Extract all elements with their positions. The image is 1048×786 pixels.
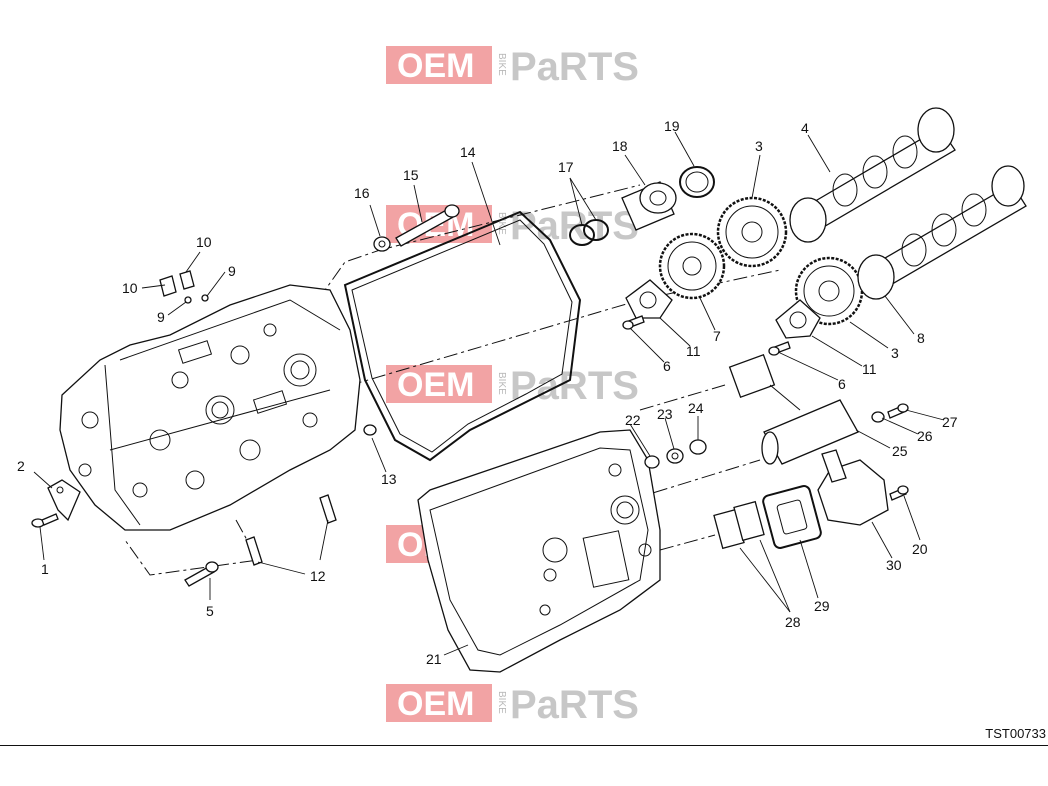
svg-text:PaRTS: PaRTS (510, 364, 639, 408)
gear-3-lower (794, 256, 864, 326)
plate-11-upper (625, 279, 673, 319)
callout-6-upper: 6 (663, 358, 671, 374)
callout-17: 17 (558, 159, 574, 175)
callout-9-upper: 9 (228, 263, 236, 279)
modules-28 (713, 500, 765, 550)
svg-text:OEM: OEM (397, 366, 474, 404)
callout-30: 30 (886, 557, 902, 573)
callout-3-lower: 3 (891, 345, 899, 361)
callout-2: 2 (17, 458, 25, 474)
plug-13 (363, 424, 377, 436)
screw-20 (889, 485, 909, 501)
bolt-15 (395, 204, 460, 247)
screw-1 (31, 513, 59, 528)
callout-18: 18 (612, 138, 628, 154)
callout-27: 27 (942, 414, 958, 430)
callout-20: 20 (912, 541, 928, 557)
seal-19 (679, 166, 715, 198)
callout-12: 12 (310, 568, 326, 584)
bottom-divider (0, 745, 1048, 746)
svg-text:BIKE: BIKE (496, 212, 507, 235)
callout-9-lower: 9 (157, 309, 165, 325)
gear-3-upper (716, 196, 788, 268)
callout-11-lower: 11 (862, 361, 877, 377)
diagram-reference-code: TST00733 (985, 726, 1046, 741)
washer-26 (871, 411, 885, 423)
gasket-29 (762, 485, 822, 549)
callout-21: 21 (426, 651, 442, 667)
svg-text:BIKE: BIKE (496, 372, 507, 395)
camshaft-4 (789, 107, 956, 243)
watermark-middle: OEM BIKE PaRTS (386, 364, 639, 408)
bracket-part (47, 479, 81, 522)
dowel-pins-12 (245, 494, 337, 566)
screw-6-lower (768, 341, 791, 356)
callout-6-lower: 6 (838, 376, 846, 392)
svg-text:OEM: OEM (397, 685, 474, 723)
plug-24 (689, 439, 707, 455)
svg-text:PaRTS: PaRTS (510, 683, 639, 727)
callout-4: 4 (801, 120, 809, 136)
svg-text:BIKE: BIKE (496, 691, 507, 714)
callout-5: 5 (206, 603, 214, 619)
washer-23 (666, 448, 684, 464)
callout-1: 1 (41, 561, 49, 577)
svg-text:PaRTS: PaRTS (510, 45, 639, 89)
washer-16 (373, 236, 391, 252)
callout-11-upper: 11 (686, 343, 701, 359)
callout-labels: 1 2 3 3 4 5 6 6 7 8 9 9 10 10 11 11 12 1… (17, 118, 958, 667)
callout-23: 23 (657, 406, 673, 422)
callout-3-upper: 3 (755, 138, 763, 154)
cover-gasket (343, 210, 582, 462)
callout-15: 15 (403, 167, 419, 183)
screw-27 (887, 403, 909, 419)
stud-bolt-5 (184, 561, 219, 587)
callout-13: 13 (381, 471, 397, 487)
plate-11-lower (775, 299, 821, 339)
callout-25: 25 (892, 443, 908, 459)
washer-22 (644, 455, 660, 469)
bushing-18 (621, 181, 677, 231)
leader-lines (33, 131, 945, 656)
svg-text:OEM: OEM (397, 47, 474, 85)
svg-text:PaRTS: PaRTS (510, 204, 639, 248)
camshaft-8 (857, 165, 1027, 300)
callout-8: 8 (917, 330, 925, 346)
watermark-bottom: OEM BIKE PaRTS (386, 683, 639, 727)
cylinder-head (59, 284, 361, 531)
callout-14: 14 (460, 144, 476, 160)
callout-10-left: 10 (122, 280, 138, 296)
callout-22: 22 (625, 412, 641, 428)
svg-text:BIKE: BIKE (496, 53, 507, 76)
screw-6-upper (622, 315, 645, 330)
callout-29: 29 (814, 598, 830, 614)
breather-cover-30 (817, 449, 889, 526)
cam-cover-21 (417, 429, 661, 673)
callout-7: 7 (713, 328, 721, 344)
sensor-25 (728, 353, 859, 465)
callout-26: 26 (917, 428, 933, 444)
callout-24: 24 (688, 400, 704, 416)
callout-19: 19 (664, 118, 680, 134)
callout-16: 16 (354, 185, 370, 201)
fittings-10 (159, 270, 209, 304)
callout-28: 28 (785, 614, 801, 630)
watermark-top: OEM BIKE PaRTS (386, 45, 639, 89)
callout-10-upper: 10 (196, 234, 212, 250)
gear-7 (658, 232, 726, 300)
